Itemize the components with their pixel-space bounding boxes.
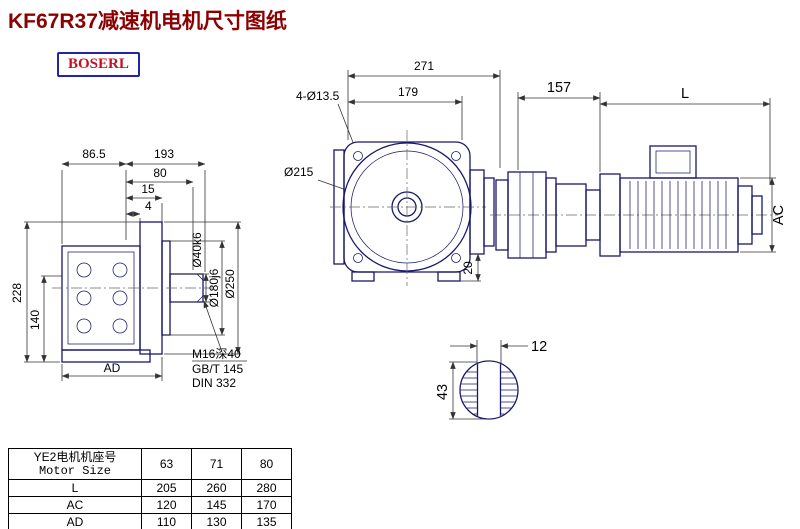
dim-4: 4: [145, 199, 152, 213]
table-row-l: L 205 260 280: [8, 479, 292, 497]
label-bolt-holes: 4-Ø13.5: [296, 89, 340, 103]
cell-ac-63: 120: [141, 496, 192, 514]
dim-271: 271: [414, 59, 434, 73]
row-label-ac: AC: [8, 496, 142, 514]
label-std-gb: GB/T 145: [192, 362, 243, 376]
bolt-hole: [451, 151, 461, 161]
dim-15: 15: [141, 182, 155, 196]
label-shaft-dia: Ø40k6: [190, 232, 204, 268]
mounting-foot: [61, 349, 151, 363]
label-tap: M16深40: [192, 347, 241, 361]
cell-l-63: 205: [141, 479, 192, 497]
dim-157: 157: [547, 80, 571, 96]
cell-l-80: 280: [241, 479, 292, 497]
dim-193: 193: [154, 147, 174, 161]
label-std-din: DIN 332: [192, 376, 236, 390]
row-label-ad: AD: [8, 513, 142, 529]
label-spigot-dia: Ø180j6: [207, 268, 221, 307]
motor-side-view: 157 L: [490, 80, 787, 259]
dim-80: 80: [153, 166, 167, 180]
row-label-l: L: [8, 479, 142, 497]
size-column-63: 63: [141, 448, 192, 480]
shaft-section-view: 12 43: [435, 339, 547, 420]
page-title: KF67R37减速机电机尺寸图纸: [8, 10, 287, 33]
bolt-hole: [353, 151, 363, 161]
dim-ad: AD: [104, 361, 121, 375]
cell-l-71: 260: [191, 479, 242, 497]
table-header-row: YE2电机机座号 Motor Size 63 71 80: [8, 448, 292, 480]
dim-228: 228: [10, 283, 24, 303]
label-output-flange-dia: Ø250: [223, 269, 237, 299]
cell-ac-71: 145: [191, 496, 242, 514]
dim-179: 179: [398, 85, 418, 99]
size-column-80: 80: [241, 448, 292, 480]
terminal-box: [649, 145, 697, 179]
dim-ac: AC: [771, 205, 787, 225]
dim-l: L: [681, 86, 689, 102]
cell-ad-71: 130: [191, 513, 242, 529]
table-header-en: Motor Size: [38, 464, 111, 478]
table-header-cell: YE2电机机座号 Motor Size: [8, 448, 142, 480]
dim-86-5: 86.5: [82, 147, 106, 161]
dim-140: 140: [28, 310, 42, 330]
bolt-hole: [451, 253, 461, 263]
table-row-ad: AD 110 130 135: [8, 513, 292, 529]
dim-20: 20: [461, 261, 475, 275]
label-flange-dia: Ø215: [284, 165, 314, 179]
motor-size-table: YE2电机机座号 Motor Size 63 71 80 L 205 260 2…: [8, 448, 292, 529]
dim-12: 12: [531, 339, 547, 355]
brand-badge: BOSERL: [57, 52, 140, 77]
bolt-hole: [353, 253, 363, 263]
size-column-71: 71: [191, 448, 242, 480]
cell-ad-63: 110: [141, 513, 192, 529]
table-row-ac: AC 120 145 170: [8, 496, 292, 514]
front-view: 271 179 4-Ø13.5 Ø215: [284, 59, 501, 286]
side-view: 86.5 193 80 15 4 228 140 AD: [10, 147, 247, 390]
cell-ad-80: 135: [241, 513, 292, 529]
cell-ac-80: 170: [241, 496, 292, 514]
table-header-cn: YE2电机机座号: [33, 450, 117, 464]
gearbox-housing: [61, 245, 141, 351]
dim-43: 43: [435, 384, 451, 400]
